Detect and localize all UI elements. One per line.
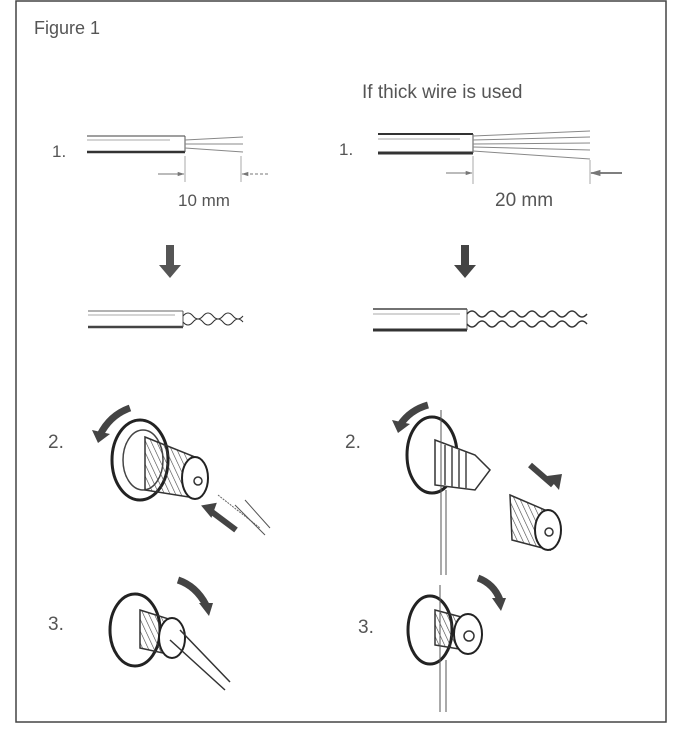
thick-wire-heading: If thick wire is used <box>362 82 523 103</box>
right-stripped-wire <box>378 130 591 160</box>
left-step3-label: 3. <box>48 614 64 635</box>
right-strip-length: 20 mm <box>495 190 553 211</box>
left-down-arrow-icon <box>159 245 181 278</box>
left-step1-label: 1. <box>52 142 66 161</box>
right-step2-label: 2. <box>345 432 361 453</box>
right-terminal-tightened <box>406 574 506 712</box>
left-twisted-wire <box>88 310 244 329</box>
right-twisted-wire <box>373 308 588 332</box>
figure-title: Figure 1 <box>34 18 100 38</box>
right-dimension-marker <box>446 156 622 184</box>
right-down-arrow-icon <box>454 245 476 278</box>
left-terminal-loosen <box>92 404 271 536</box>
left-stripped-wire <box>87 135 244 154</box>
left-terminal-tightened <box>108 576 231 691</box>
figure-frame <box>15 0 667 723</box>
right-step3-label: 3. <box>358 617 374 638</box>
left-step2-label: 2. <box>48 432 64 453</box>
left-dimension-marker <box>158 156 268 182</box>
left-strip-length: 10 mm <box>178 191 230 210</box>
right-step1-label: 1. <box>339 140 353 159</box>
right-terminal-cap-removed <box>392 401 562 575</box>
